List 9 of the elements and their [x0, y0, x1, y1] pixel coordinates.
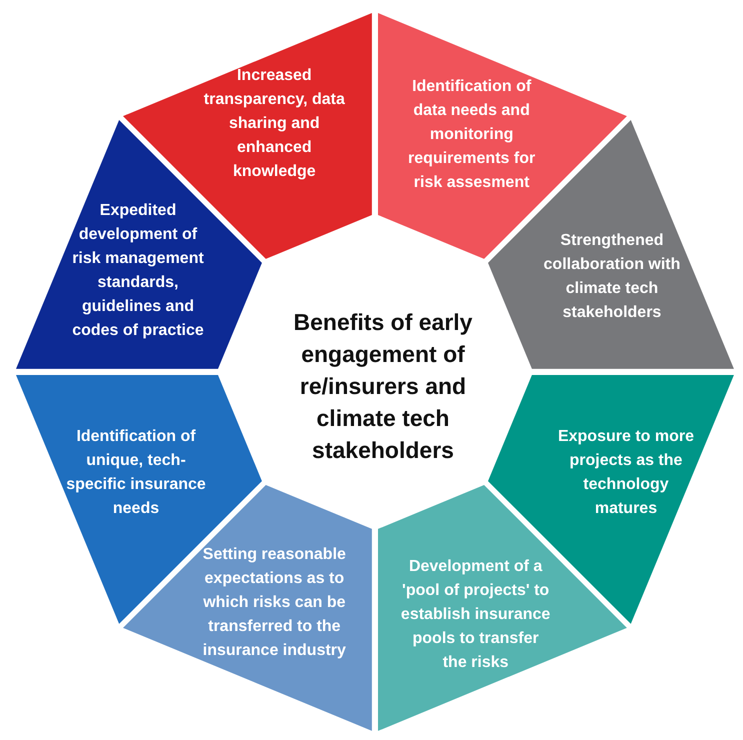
segment-text: Development of a 'pool of projects' to establish insurance pools to transfer the risks: [400, 556, 551, 673]
segment-text: Expedited development of risk management standards, guidelines and codes of practice: [71, 201, 205, 342]
segment-text: Identification of unique, tech-specific insurance needs: [65, 426, 207, 519]
segment-text: Increased transparency, data sharing and enhanced knowledge: [202, 66, 346, 182]
segment-text: Exposure to more projects as the technology matures: [556, 426, 695, 519]
center-title: Benefits of early engagement of re/insurers and climate tech stakeholders: [273, 306, 493, 466]
segment-text: Setting reasonable expectations as to which risks can be transferred to the insurance industry: [202, 544, 347, 661]
segment-text: Identification of data needs and monitoring requirements for risk assesment: [407, 77, 536, 193]
segment-text: Strengthened collaboration with climate tech stakeholders: [542, 231, 682, 324]
